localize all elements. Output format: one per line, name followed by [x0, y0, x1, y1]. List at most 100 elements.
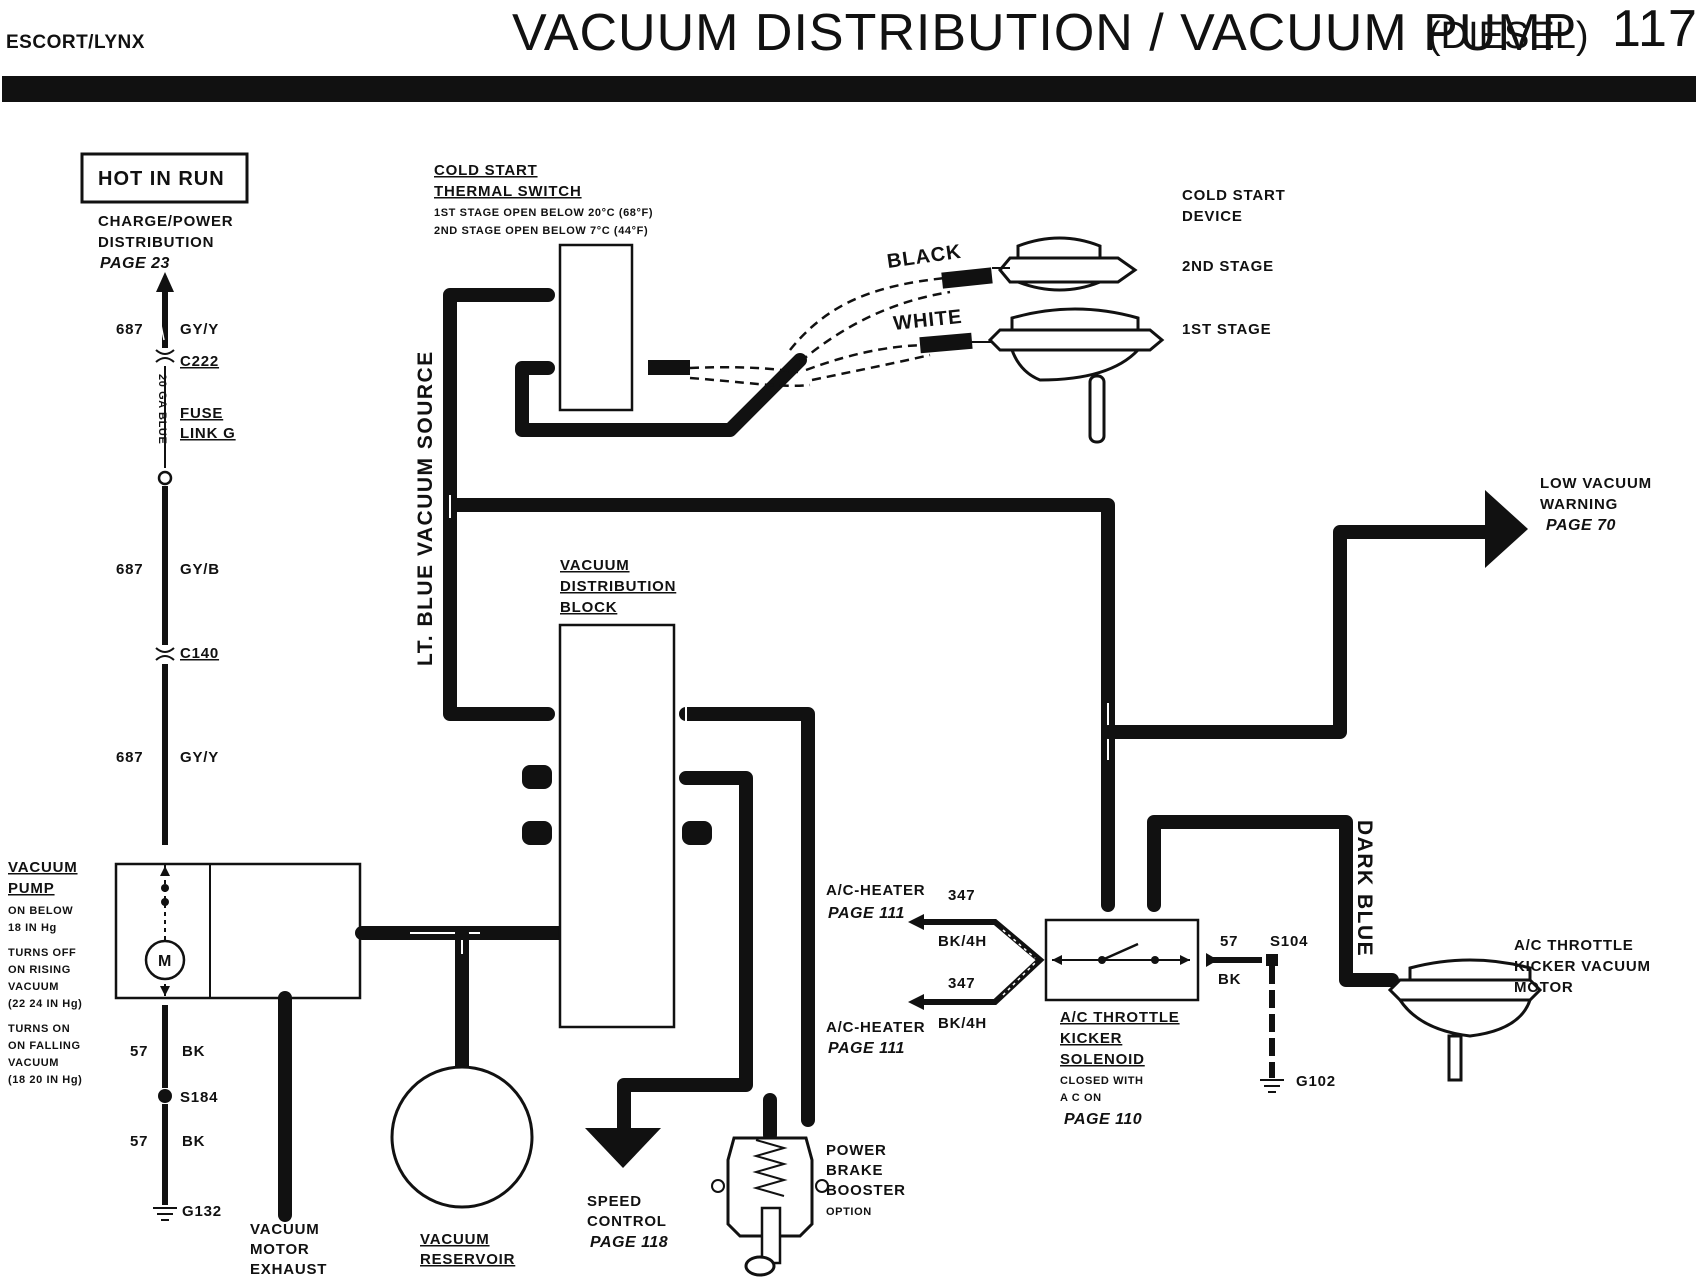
- splice-s104-icon: [1266, 954, 1278, 966]
- connector-c222-icon: [155, 349, 175, 363]
- solenoid-label-2: KICKER: [1060, 1030, 1122, 1047]
- block-port-cap-left-1: [522, 765, 552, 789]
- low-vacuum-label-1: LOW VACUUM: [1540, 475, 1652, 492]
- link-g-label: LINK G: [180, 425, 236, 442]
- svg-text:VACUUM: VACUUM: [8, 1057, 59, 1069]
- vacuum-reservoir-label-2: RESERVOIR: [420, 1251, 515, 1268]
- block-port-cap-right: [682, 821, 712, 845]
- brake-booster-label-2: BRAKE: [826, 1162, 883, 1179]
- ac-heater-arrow-b-icon: [908, 994, 924, 1010]
- thermal-switch-label-1: COLD START: [434, 162, 538, 179]
- lt-blue-source-label: LT. BLUE VACUUM SOURCE: [414, 350, 437, 666]
- source-to-solenoid-hose: [443, 498, 1115, 912]
- vacuum-reservoir-tank: [390, 1065, 534, 1209]
- ac-heater-label-a: A/C-HEATER: [826, 882, 925, 899]
- solenoid-note-1: CLOSED WITH: [1060, 1075, 1144, 1087]
- low-vacuum-warning-hose: [1101, 525, 1497, 739]
- svg-text:ON RISING: ON RISING: [8, 964, 71, 976]
- svg-text:(22 24 IN Hg): (22 24 IN Hg): [8, 998, 82, 1010]
- power-up-arrow-icon: [156, 272, 174, 292]
- cold-start-device-label-1: COLD START: [1182, 187, 1286, 204]
- ac-heater-arrow-a-icon: [908, 914, 924, 930]
- brake-booster-label-4: OPTION: [826, 1206, 872, 1218]
- solenoid-label-3: SOLENOID: [1060, 1051, 1145, 1068]
- solenoid-wire-color: BK: [1218, 971, 1241, 988]
- hot-in-run-box: [80, 152, 249, 204]
- hot-in-run-label: HOT IN RUN: [98, 168, 225, 190]
- distribution-block-label-1: VACUUM: [560, 557, 630, 574]
- connector-c140-icon: [155, 647, 175, 661]
- pump-motor-symbol: M: [158, 953, 171, 970]
- connector-c140-label: C140: [180, 645, 219, 662]
- cold-start-stage1-label: 1ST STAGE: [1182, 321, 1271, 338]
- svg-text:ON FALLING: ON FALLING: [8, 1040, 81, 1052]
- svg-text:(18 20 IN Hg): (18 20 IN Hg): [8, 1074, 82, 1086]
- ac-heater-page-a: PAGE 111: [828, 905, 905, 922]
- wire-687-label-b: 687: [116, 561, 143, 578]
- dark-blue-hose: [1147, 815, 1399, 987]
- wire-347-pair: [922, 919, 1045, 1005]
- vacuum-distribution-block: [558, 623, 676, 1029]
- brake-booster-label-1: POWER: [826, 1142, 887, 1159]
- ground-g102-label: G102: [1296, 1073, 1336, 1090]
- wire-color-bk-b: BK: [182, 1133, 205, 1150]
- ground-g132-icon: [153, 1207, 177, 1221]
- thermal-to-device-dashed-2: [689, 376, 811, 388]
- cold-start-device-icon: [972, 236, 1165, 444]
- fuse-label: FUSE: [180, 405, 223, 422]
- svg-text:TURNS OFF: TURNS OFF: [8, 947, 76, 959]
- splice-s184-icon: [158, 1089, 172, 1103]
- dark-blue-label: DARK BLUE: [1353, 820, 1376, 957]
- header-bar: [2, 76, 1696, 102]
- ground-g132-label: G132: [182, 1203, 222, 1220]
- white-hose-label: WHITE: [892, 306, 963, 335]
- vacuum-motor-label-2: MOTOR: [250, 1241, 310, 1258]
- vacuum-motor-label-1: VACUUM: [250, 1221, 320, 1238]
- wire-color-bk4h-a: BK/4H: [938, 933, 987, 950]
- thermal-switch-outlet: [648, 360, 690, 375]
- black-hose-segment: [941, 267, 993, 289]
- thermal-to-device-dashed-1: [689, 365, 799, 374]
- pump-down-arrow-icon: [160, 986, 170, 996]
- page-title: VACUUM DISTRIBUTION / VACUUM PUMP: [512, 4, 1577, 62]
- wire-color-gy-y-c: GY/Y: [180, 749, 219, 766]
- wire-347-label-b: 347: [948, 975, 975, 992]
- wire-57-label-a: 57: [130, 1043, 148, 1060]
- splice-s184-label: S184: [180, 1089, 218, 1106]
- wire-color-gy-b: GY/B: [180, 561, 220, 578]
- distribution-block-label-2: DISTRIBUTION: [560, 578, 676, 595]
- solenoid-page-ref: PAGE 110: [1064, 1111, 1142, 1128]
- block-to-brake-booster-hose: [679, 707, 815, 1127]
- model-label: ESCORT/LYNX: [6, 32, 145, 53]
- charge-page-ref: PAGE 23: [100, 255, 170, 272]
- ac-heater-page-b: PAGE 111: [828, 1040, 905, 1057]
- cold-start-device-label-2: DEVICE: [1182, 208, 1243, 225]
- wire-687-label-c: 687: [116, 749, 143, 766]
- vacuum-motor-label-3: EXHAUST: [250, 1261, 327, 1278]
- vacuum-reservoir-label-1: VACUUM: [420, 1231, 490, 1248]
- thermal-switch-label-2: THERMAL SWITCH: [434, 183, 582, 200]
- distribution-block-label-3: BLOCK: [560, 599, 617, 616]
- page-subtitle: (DIESEL): [1428, 15, 1588, 57]
- speed-control-page-ref: PAGE 118: [590, 1234, 668, 1251]
- thermal-switch-note-2: 2ND STAGE OPEN BELOW 7°C (44°F): [434, 225, 648, 237]
- splice-s104-label: S104: [1270, 933, 1308, 950]
- charge-power-label: CHARGE/POWER: [98, 213, 233, 230]
- svg-text:TURNS ON: TURNS ON: [8, 1023, 70, 1035]
- kicker-motor-label-1: A/C THROTTLE: [1514, 937, 1634, 954]
- vacuum-pump-title-1: VACUUM: [8, 859, 78, 876]
- black-hose-label: BLACK: [886, 241, 963, 273]
- solenoid-wire-label: 57: [1220, 933, 1238, 950]
- ac-kicker-vacuum-motor-icon: [1387, 958, 1543, 1082]
- cold-start-thermal-switch: [558, 243, 634, 412]
- thermal-switch-return-hose: [515, 353, 807, 437]
- ground-g102-icon: [1260, 1079, 1284, 1093]
- thermal-switch-note-1: 1ST STAGE OPEN BELOW 20°C (68°F): [434, 207, 653, 219]
- solenoid-note-2: A C ON: [1060, 1092, 1102, 1104]
- svg-text:18 IN Hg: 18 IN Hg: [8, 922, 57, 934]
- fuse-link-gauge-label: 20 GA BLUE: [156, 374, 168, 444]
- stage1-dashed-line: [805, 343, 931, 372]
- vacuum-pump-notes: ON BELOW 18 IN Hg TURNS OFF ON RISING VA…: [8, 905, 82, 1086]
- cold-start-stage2-label: 2ND STAGE: [1182, 258, 1274, 275]
